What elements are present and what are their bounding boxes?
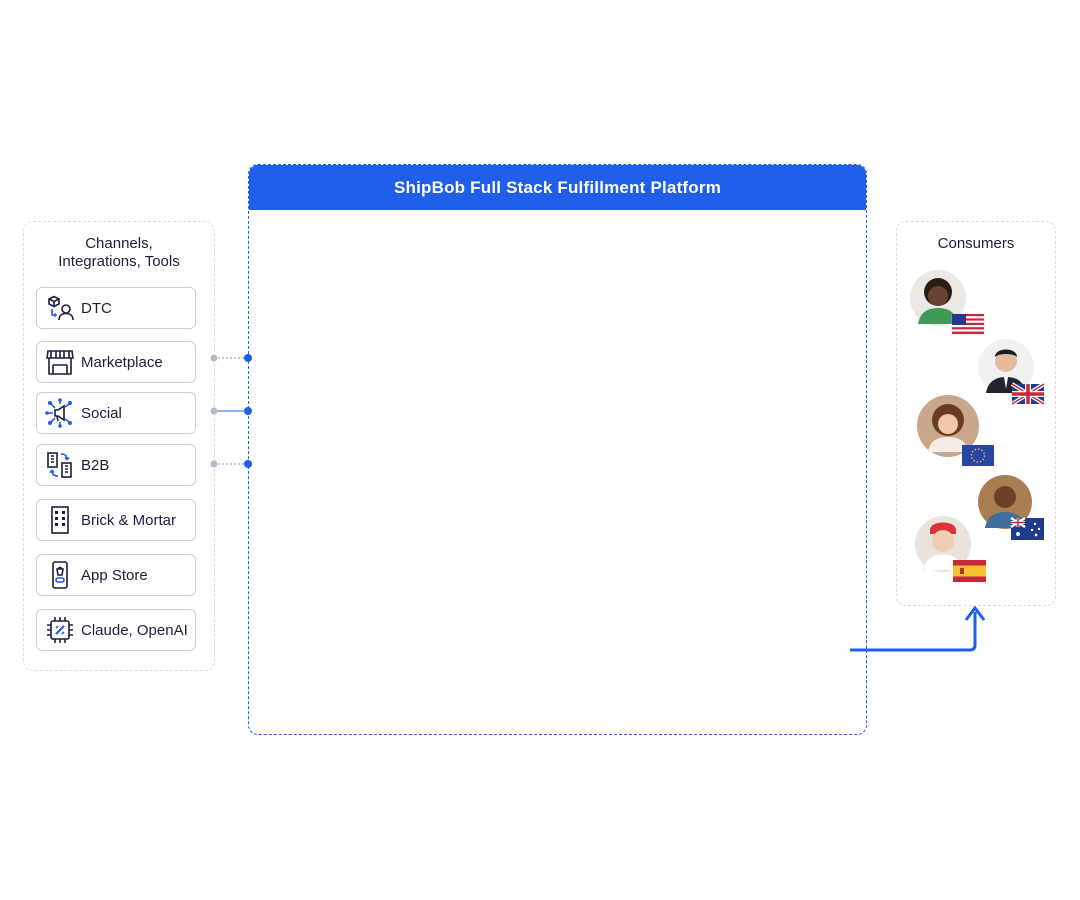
- consumers-title: Consumers: [937, 235, 1015, 252]
- channel-label: App Store: [81, 566, 148, 584]
- building-icon: [43, 503, 77, 537]
- uk-flag-icon: [1010, 382, 1046, 406]
- smartphone-icon: [43, 558, 77, 592]
- channels-panel-title: Channels, Integrations, Tools: [24, 235, 214, 271]
- consumer-eu: [917, 395, 994, 466]
- channel-b2b[interactable]: B2B: [36, 444, 196, 486]
- consumer-avatar: [910, 270, 966, 326]
- channel-label: Claude, OpenAI: [81, 621, 188, 639]
- channel-ai[interactable]: Claude, OpenAI: [36, 609, 196, 651]
- consumer-avatar: [978, 339, 1034, 395]
- storefront-icon: [43, 345, 77, 379]
- channel-label: DTC: [81, 299, 112, 317]
- channel-app-store[interactable]: App Store: [36, 554, 196, 596]
- consumer-uk: [978, 339, 1046, 406]
- channels-title-line1: Channels,: [85, 235, 153, 252]
- ai-chip-icon: [43, 613, 77, 647]
- consumer-au: [978, 475, 1044, 540]
- channel-label: Brick & Mortar: [81, 511, 177, 529]
- channel-marketplace[interactable]: Marketplace: [36, 341, 196, 383]
- channel-label: B2B: [81, 456, 110, 474]
- consumer-avatar: [915, 516, 971, 572]
- channel-dtc[interactable]: DTC: [36, 287, 196, 329]
- consumer-es: [915, 516, 986, 582]
- australia-flag-icon: [1010, 516, 1044, 540]
- consumer-avatar: [917, 395, 979, 457]
- us-flag-icon: [951, 313, 985, 335]
- spain-flag-icon: [953, 560, 986, 582]
- b2b-connector: [210, 460, 252, 468]
- channel-social[interactable]: Social: [36, 392, 196, 434]
- platform-title: ShipBob Full Stack Fulfillment Platform: [393, 177, 722, 197]
- channel-label: Social: [81, 404, 122, 422]
- platform-header: ShipBob Full Stack Fulfillment Platform: [249, 165, 866, 210]
- consumer-avatar: [978, 475, 1032, 529]
- channel-label: Marketplace: [81, 353, 163, 371]
- channel-brick-mortar[interactable]: Brick & Mortar: [36, 499, 196, 541]
- eu-flag-icon: [962, 445, 994, 466]
- channels-title-line2: Integrations, Tools: [58, 253, 180, 270]
- fulfillment-platform-box: ShipBob Full Stack Fulfillment Platform: [248, 164, 867, 735]
- buildings-exchange-icon: [43, 448, 77, 482]
- consumer-us: [910, 270, 985, 335]
- channels-panel: Channels, Integrations, Tools DTC Market…: [23, 221, 215, 671]
- box-person-icon: [43, 291, 77, 325]
- social-connector: [210, 407, 252, 415]
- marketplace-connector: [210, 354, 252, 362]
- megaphone-network-icon: [43, 396, 77, 430]
- delivery-arrow: [850, 605, 986, 652]
